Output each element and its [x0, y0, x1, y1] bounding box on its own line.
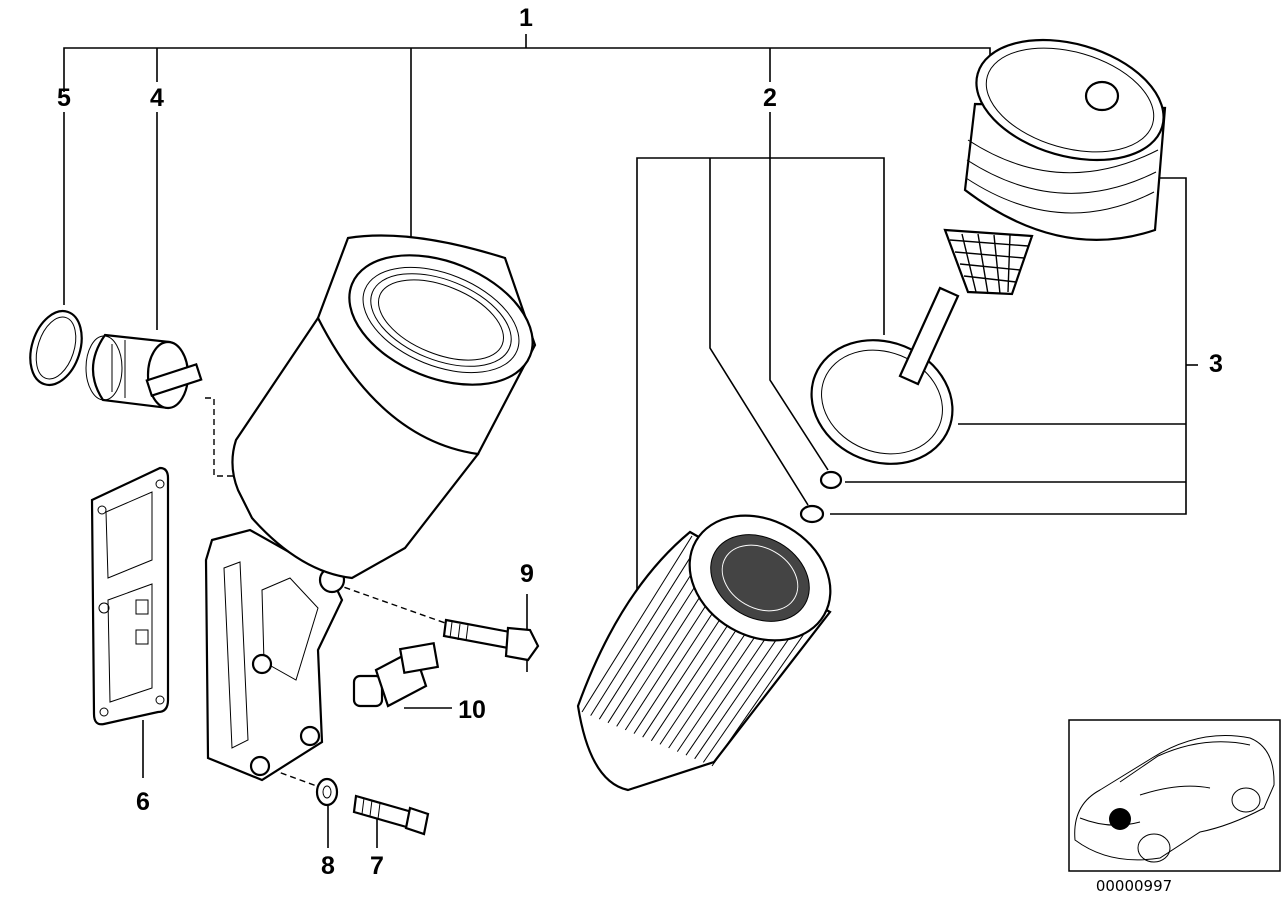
reference-number: 00000997 [1096, 877, 1172, 895]
callout-6: 6 [136, 788, 150, 816]
oil-filter-element [576, 514, 832, 792]
callout-4: 4 [150, 84, 164, 112]
filter-rib [581, 535, 693, 713]
callout-3: 3 [1209, 350, 1223, 378]
oil-filter-housing-part-1 [204, 234, 537, 782]
oil-pressure-switch-part-10 [352, 641, 440, 708]
filter-rib [590, 540, 702, 716]
bolt-part-9 [442, 618, 540, 662]
callout-5: 5 [57, 84, 71, 112]
callout-7: 7 [370, 852, 384, 880]
callout-labels: 1 5 4 2 3 9 10 6 8 7 [57, 4, 1223, 880]
gasket-part-6 [90, 466, 170, 726]
callout-2: 2 [763, 84, 777, 112]
oil-filter-cap-part-3 [810, 38, 1167, 465]
car-location-thumbnail: 00000997 [1068, 719, 1281, 895]
callout-8: 8 [321, 852, 335, 880]
o-ring-part-5 [29, 310, 83, 386]
callout-10: 10 [458, 696, 486, 724]
callout-9: 9 [520, 560, 534, 588]
washer-part-8 [315, 777, 339, 807]
bolt-part-7 [352, 794, 430, 836]
o-rings-part-2 [799, 470, 843, 524]
callout-1: 1 [519, 4, 533, 32]
thermostat-part-4 [85, 333, 203, 410]
